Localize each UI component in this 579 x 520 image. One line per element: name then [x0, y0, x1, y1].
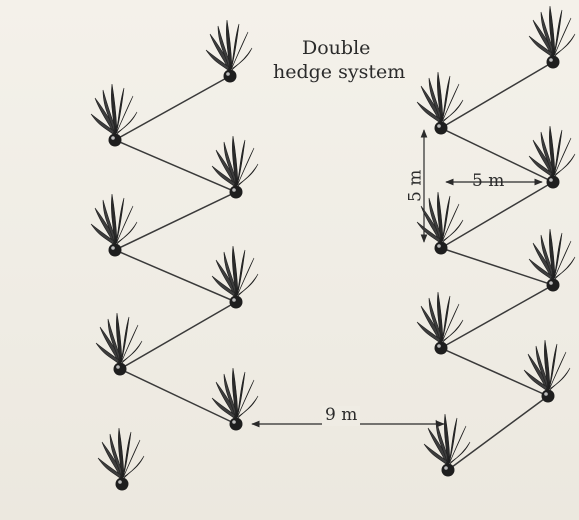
plant-base-highlight [544, 392, 548, 396]
plant-base [547, 279, 560, 292]
plant-base-highlight [232, 188, 236, 192]
plant-marker [529, 6, 575, 69]
plant-base [435, 122, 448, 135]
plant-base [116, 478, 129, 491]
dimension-label-5m-horizontal: 5 m [472, 172, 504, 192]
plant-marker [212, 136, 258, 199]
plant-base-highlight [116, 365, 120, 369]
plant-marker [417, 292, 463, 355]
title-line-1: Double [302, 38, 370, 60]
plant-base [442, 464, 455, 477]
plant-marker [529, 229, 575, 292]
plant-base-highlight [549, 58, 553, 62]
dimension-label-5m-vertical: 5 m [406, 170, 426, 202]
plant-marker [91, 84, 137, 147]
plant-base-highlight [111, 246, 115, 250]
plant-base [114, 363, 127, 376]
left-hedge-lines [115, 76, 236, 424]
plant-base-highlight [444, 466, 448, 470]
dimension-label-9m: 9 m [322, 406, 360, 426]
plant-base-highlight [118, 480, 122, 484]
plant-base [230, 418, 243, 431]
plant-base-highlight [437, 344, 441, 348]
plant-marker [417, 72, 463, 135]
plant-base-highlight [549, 281, 553, 285]
plant-base [542, 390, 555, 403]
plant-marker [529, 126, 575, 189]
plant-marker [424, 414, 470, 477]
plant-base [230, 186, 243, 199]
plant-base [435, 242, 448, 255]
plant-marker [212, 368, 258, 431]
plant-base-highlight [232, 420, 236, 424]
left-hedge-zigzag [115, 76, 236, 424]
plant-base [109, 134, 122, 147]
plant-base [224, 70, 237, 83]
plant-base [230, 296, 243, 309]
plant-marker [212, 246, 258, 309]
plant-marker [98, 428, 144, 491]
plant-base-highlight [232, 298, 236, 302]
plant-base-highlight [437, 124, 441, 128]
plant-base-highlight [549, 178, 553, 182]
title-line-2: hedge system [273, 62, 405, 84]
plant-marker [524, 340, 570, 403]
plant-base [435, 342, 448, 355]
plant-marker [91, 194, 137, 257]
plant-marker [206, 20, 252, 83]
plant-base-highlight [437, 244, 441, 248]
plant-base-highlight [226, 72, 230, 76]
plant-base [547, 176, 560, 189]
plant-base-highlight [111, 136, 115, 140]
plant-base [109, 244, 122, 257]
plant-base [547, 56, 560, 69]
plant-marker [96, 313, 142, 376]
